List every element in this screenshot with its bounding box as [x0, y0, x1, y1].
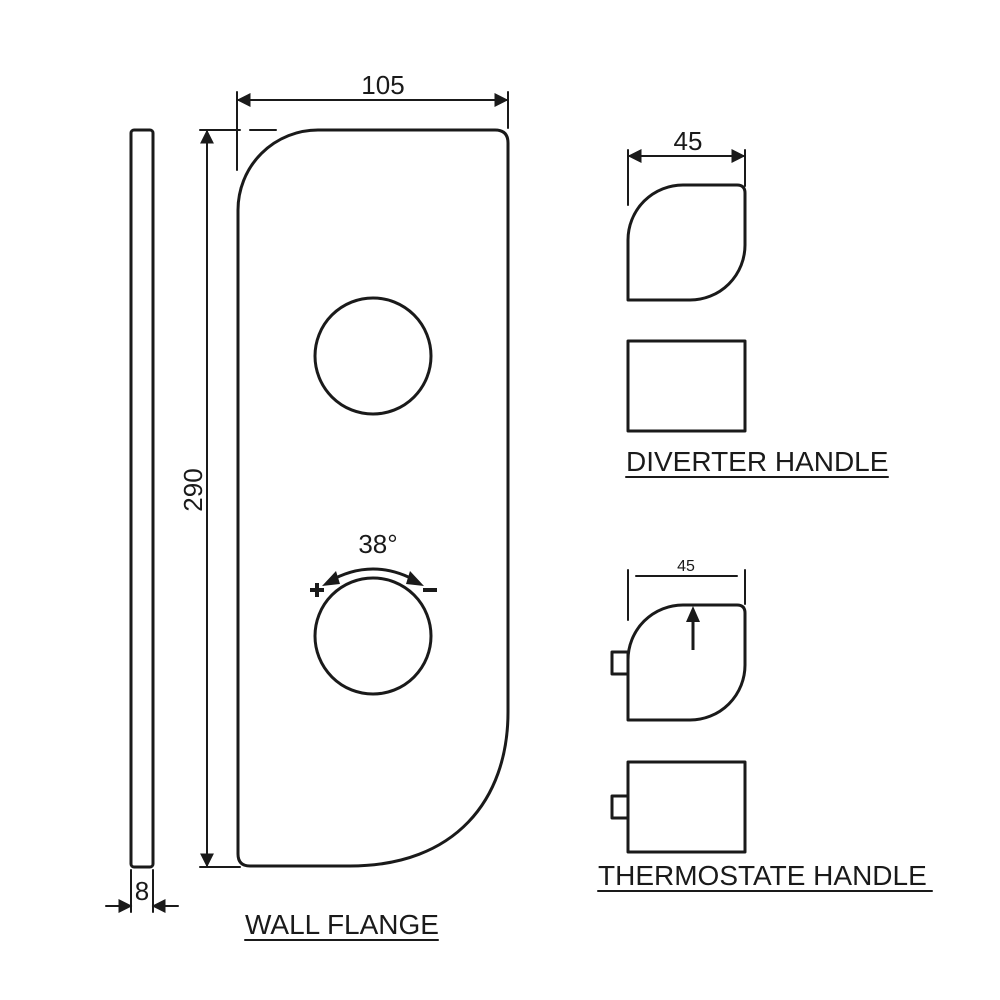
thermostate-handle-side-view	[610, 760, 747, 854]
diverter-handle-side-view	[626, 339, 747, 433]
width-dimension: 105	[236, 70, 509, 171]
diverter-handle-title: DIVERTER HANDLE	[626, 446, 888, 477]
diverter-width-label: 45	[674, 126, 703, 156]
thermostate-handle-top-view	[610, 603, 747, 722]
flange-height-label: 290	[178, 468, 208, 511]
thermostate-width-dimension: 45	[627, 558, 746, 621]
thermostate-handle-title: THERMOSTATE HANDLE	[598, 860, 927, 891]
rotation-indicator: 38°	[310, 529, 437, 597]
wall-flange-title: WALL FLANGE	[245, 909, 439, 940]
flange-thickness-label: 8	[135, 876, 149, 906]
flange-side-view	[129, 128, 155, 869]
diverter-handle-top-view	[626, 183, 747, 302]
rotation-angle-label: 38°	[358, 529, 397, 559]
plus-icon	[310, 583, 324, 597]
thermostate-width-label: 45	[677, 558, 695, 575]
thermostat-opening	[313, 576, 433, 696]
thickness-dimension: 8	[105, 869, 179, 913]
diverter-width-dimension: 45	[627, 126, 746, 206]
flange-front-view	[236, 128, 510, 868]
height-dimension: 290	[178, 129, 241, 868]
arrow-up-icon	[686, 606, 700, 650]
flange-width-label: 105	[361, 70, 404, 100]
diverter-opening	[313, 296, 433, 416]
